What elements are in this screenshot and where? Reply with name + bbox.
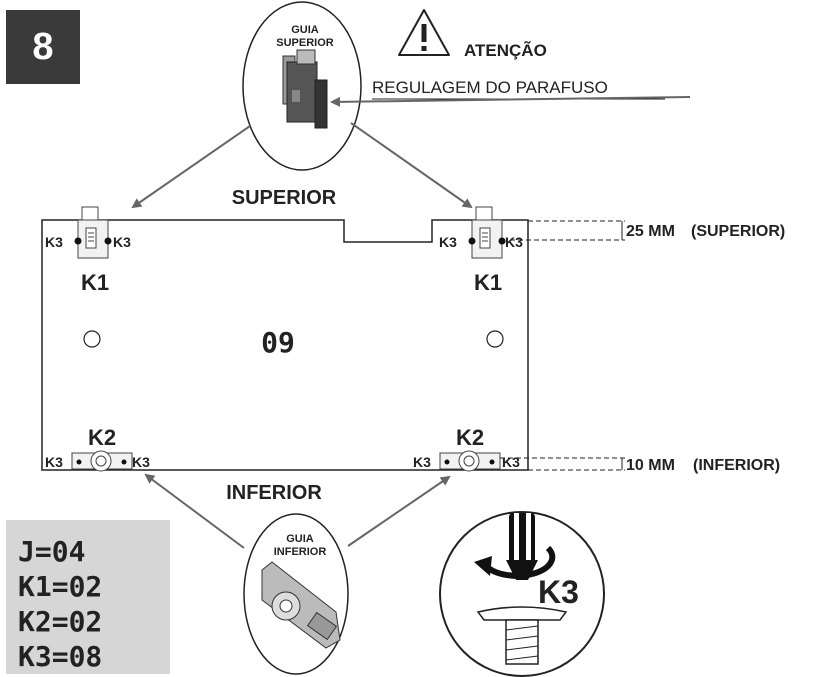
label-k3: K3	[505, 234, 523, 250]
screw-head-icon	[476, 606, 568, 621]
label-k3: K3	[439, 234, 457, 250]
step-number-badge: 8	[6, 10, 80, 84]
bracket-k2-left	[71, 450, 133, 472]
dim-bottom-label: (INFERIOR)	[693, 457, 780, 474]
bracket-k1-right	[468, 206, 506, 259]
dimension-bottom: 10 MM (INFERIOR)	[500, 457, 780, 474]
label-k3: K3	[45, 454, 63, 470]
attention-warning: ATENÇÃO REGULAGEM DO PARAFUSO	[330, 9, 691, 107]
dimension-top: 25 MM (SUPERIOR)	[510, 220, 785, 241]
label-k3: K3	[45, 234, 63, 250]
screw-k3	[104, 237, 112, 245]
parts-item: K2=02	[18, 605, 103, 638]
label-k1-left: K1	[81, 270, 109, 295]
label-inferior: INFERIOR	[226, 482, 322, 504]
rotation-arrow-icon	[483, 545, 556, 579]
label-k3-detail: K3	[538, 574, 579, 610]
guide-bottom-line1: GUIA	[286, 533, 314, 545]
arrow-top-left	[131, 125, 251, 209]
mounting-hole-right	[486, 330, 504, 348]
guide-top-line1: GUIA	[291, 24, 319, 36]
screw-k3	[468, 237, 476, 245]
label-k3: K3	[132, 454, 150, 470]
attention-title: ATENÇÃO	[464, 40, 547, 60]
bracket-k2-right	[439, 450, 501, 472]
screw-k3	[498, 237, 506, 245]
mounting-hole-left	[83, 330, 101, 348]
dim-top-label: (SUPERIOR)	[691, 223, 785, 240]
parts-item: K3=08	[18, 640, 103, 673]
screwdriver-detail: K3	[439, 511, 605, 677]
screwdriver-icon	[509, 513, 535, 563]
guide-bottom-line2: INFERIOR	[274, 546, 327, 558]
attention-note: REGULAGEM DO PARAFUSO	[372, 78, 608, 97]
label-k3: K3	[502, 454, 520, 470]
label-k2-right: K2	[456, 425, 484, 450]
label-k2-left: K2	[88, 425, 116, 450]
bracket-k1-left	[74, 206, 112, 259]
parts-item: J=04	[18, 535, 86, 568]
label-k3: K3	[113, 234, 131, 250]
screw-k3	[74, 237, 82, 245]
dim-bottom-value: 10 MM	[626, 457, 675, 474]
label-k3: K3	[413, 454, 431, 470]
label-superior: SUPERIOR	[232, 187, 337, 209]
parts-list: J=04 K1=02 K2=02 K3=08	[6, 520, 170, 674]
guide-bottom-callout: GUIA INFERIOR	[243, 513, 349, 675]
arrow-bottom-right	[347, 475, 451, 547]
arrow-top-right	[350, 122, 473, 209]
dim-top-value: 25 MM	[626, 223, 675, 240]
panel-outline	[41, 219, 529, 471]
panel-number: 09	[261, 326, 295, 359]
guide-top-line2: SUPERIOR	[276, 37, 334, 49]
label-k1-right: K1	[474, 270, 502, 295]
parts-item: K1=02	[18, 570, 103, 603]
guide-top-callout: GUIA SUPERIOR	[242, 1, 362, 171]
attention-arrow	[330, 96, 691, 107]
arrow-bottom-left	[144, 473, 245, 549]
guide-bottom-part-icon	[261, 561, 341, 649]
guide-top-part-icon	[282, 49, 328, 129]
